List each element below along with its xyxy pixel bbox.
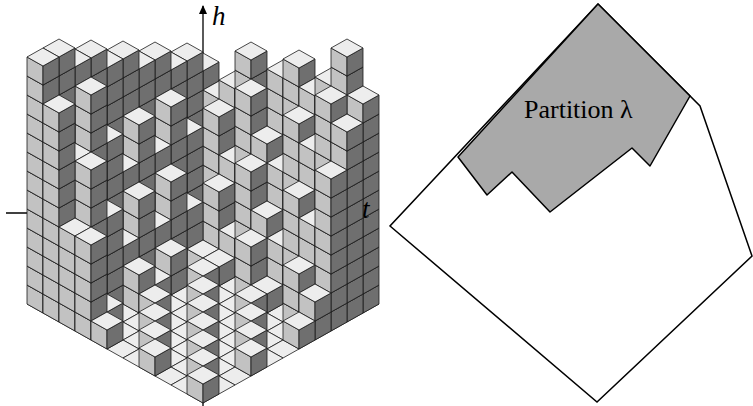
- cube-top: [235, 303, 267, 321]
- region-label: Partition λ: [524, 96, 633, 125]
- cube-top: [187, 294, 219, 312]
- cube-top: [283, 312, 315, 330]
- cube-top: [331, 114, 363, 132]
- cube-top: [155, 164, 187, 182]
- cube-top: [187, 366, 219, 384]
- cube-top: [75, 227, 107, 245]
- cube-top: [187, 312, 219, 330]
- cube-top: [187, 276, 219, 294]
- cube-top: [283, 106, 315, 124]
- cube-top: [315, 86, 347, 104]
- cube-top: [235, 321, 267, 339]
- cube-top: [235, 229, 267, 247]
- cube-top: [235, 154, 267, 172]
- cube-top: [123, 107, 155, 125]
- cube-top: [347, 86, 379, 104]
- cube-top: [283, 181, 315, 199]
- cube-top: [155, 239, 187, 257]
- cube-top: [123, 182, 155, 200]
- cube-top: [75, 152, 107, 170]
- square-frame: [390, 4, 752, 402]
- cube-top: [139, 321, 171, 339]
- cube-top: [91, 312, 123, 330]
- partition-region: Partition λ: [440, 0, 700, 220]
- cube-top: [315, 161, 347, 179]
- cube-top: [299, 284, 331, 302]
- cube-top: [251, 126, 283, 144]
- cube-top: [203, 174, 235, 192]
- region-fill: [458, 4, 690, 212]
- cube-top: [203, 99, 235, 117]
- axis-label: t: [362, 196, 370, 223]
- cube-top: [43, 95, 75, 113]
- cube-top: [155, 89, 187, 107]
- cube-top: [75, 77, 107, 95]
- axis-label: h: [212, 3, 226, 30]
- cube-stack: [27, 39, 379, 403]
- cube-top: [123, 257, 155, 275]
- cube-top: [251, 201, 283, 219]
- cube-top: [283, 256, 315, 274]
- cube-top: [27, 48, 59, 66]
- cube-top: [331, 39, 363, 57]
- cube-top: [283, 50, 315, 68]
- cube-top: [235, 285, 267, 303]
- cube-top: [139, 285, 171, 303]
- cube-top: [139, 303, 171, 321]
- cube-top: [187, 258, 219, 276]
- cube-top: [187, 330, 219, 348]
- cube-top: [235, 79, 267, 97]
- cube-top: [235, 42, 267, 60]
- cube-top: [187, 348, 219, 366]
- cube-top: [235, 339, 267, 357]
- cube-top: [139, 339, 171, 357]
